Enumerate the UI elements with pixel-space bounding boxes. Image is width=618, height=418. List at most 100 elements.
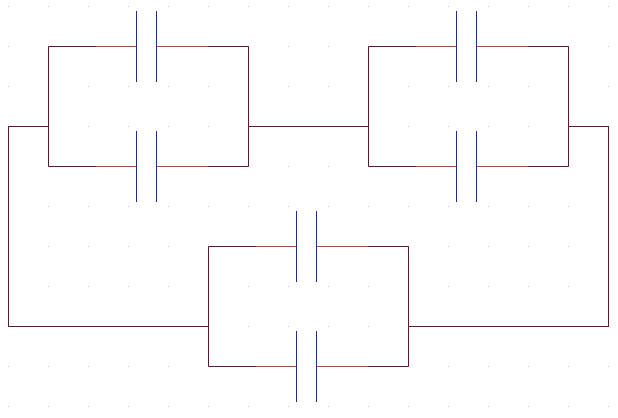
grid-dot <box>88 286 89 287</box>
grid-dot <box>488 246 489 247</box>
grid-dot <box>48 366 49 367</box>
grid-dot <box>488 286 489 287</box>
capacitor-upper <box>416 11 528 82</box>
grid-dot <box>208 406 209 407</box>
grid-dot <box>8 406 9 407</box>
grid-dot <box>608 366 609 367</box>
grid-dot <box>448 286 449 287</box>
grid-dot <box>568 406 569 407</box>
grid-dot <box>248 286 249 287</box>
grid-dot <box>208 86 209 87</box>
grid-dot <box>368 6 369 7</box>
grid-dot <box>8 86 9 87</box>
grid-dot <box>528 126 529 127</box>
grid-dot <box>608 6 609 7</box>
capacitor-lower <box>256 331 368 402</box>
grid-dot <box>248 326 249 327</box>
grid-dot <box>568 206 569 207</box>
grid-dot <box>128 6 129 7</box>
grid-dot <box>448 6 449 7</box>
grid-dot <box>128 246 129 247</box>
capacitor-lower <box>416 131 528 202</box>
grid-dot <box>48 6 49 7</box>
grid-dot <box>8 6 9 7</box>
grid-dot <box>408 126 409 127</box>
grid-dot <box>48 206 49 207</box>
grid-dot <box>568 6 569 7</box>
capacitor-upper <box>96 11 208 82</box>
grid-dot <box>208 126 209 127</box>
top-left-parallel-pair <box>96 11 208 202</box>
grid-dot <box>328 406 329 407</box>
grid-dot <box>448 206 449 207</box>
grid-dot <box>208 6 209 7</box>
grid-dot <box>568 366 569 367</box>
grid-dot <box>8 366 9 367</box>
grid-dot <box>328 166 329 167</box>
grid-dot <box>48 246 49 247</box>
grid-dot <box>88 206 89 207</box>
grid-dot <box>488 366 489 367</box>
grid-dot <box>368 406 369 407</box>
grid-dot <box>448 246 449 247</box>
grid-dot <box>328 206 329 207</box>
grid-dot <box>528 366 529 367</box>
grid-dot <box>528 406 529 407</box>
grid-dot <box>328 326 329 327</box>
grid-dots <box>8 6 609 407</box>
wire-network <box>8 46 609 367</box>
grid-dot <box>288 86 289 87</box>
grid-dot <box>288 166 289 167</box>
grid-dot <box>288 206 289 207</box>
top-right-parallel-pair <box>416 11 528 202</box>
grid-dot <box>128 286 129 287</box>
grid-dot <box>608 406 609 407</box>
grid-dot <box>528 6 529 7</box>
grid-dot <box>128 206 129 207</box>
grid-dot <box>288 326 289 327</box>
grid-dot <box>168 206 169 207</box>
grid-dot <box>88 366 89 367</box>
grid-dot <box>448 406 449 407</box>
grid-dot <box>88 126 89 127</box>
grid-dot <box>568 286 569 287</box>
grid-dot <box>528 206 529 207</box>
grid-dot <box>488 206 489 207</box>
grid-dot <box>608 86 609 87</box>
grid-dot <box>208 206 209 207</box>
grid-dot <box>368 206 369 207</box>
component-layer <box>96 11 528 402</box>
grid-dot <box>168 406 169 407</box>
grid-dot <box>408 86 409 87</box>
grid-dot <box>88 6 89 7</box>
grid-dot <box>168 86 169 87</box>
capacitor-upper <box>256 211 368 282</box>
grid-dot <box>408 206 409 207</box>
grid-dot <box>568 246 569 247</box>
grid-dot <box>288 286 289 287</box>
grid-dot <box>488 126 489 127</box>
grid-dot <box>168 366 169 367</box>
bottom-parallel-pair <box>256 211 368 402</box>
grid-dot <box>448 86 449 87</box>
grid-dot <box>168 6 169 7</box>
grid-dot <box>368 286 369 287</box>
grid-dot <box>128 366 129 367</box>
grid-dot <box>128 406 129 407</box>
grid-dot <box>488 6 489 7</box>
grid-dot <box>488 406 489 407</box>
grid-dot <box>128 126 129 127</box>
grid-dot <box>448 126 449 127</box>
grid-dot <box>248 6 249 7</box>
grid-dot <box>368 326 369 327</box>
grid-dot <box>288 406 289 407</box>
grid-dot <box>88 406 89 407</box>
grid-dot <box>608 46 609 47</box>
grid-dot <box>8 46 9 47</box>
grid-dot <box>528 86 529 87</box>
grid-dot <box>288 6 289 7</box>
grid-dot <box>168 246 169 247</box>
grid-dot <box>88 246 89 247</box>
grid-dot <box>168 126 169 127</box>
grid-dot <box>88 86 89 87</box>
